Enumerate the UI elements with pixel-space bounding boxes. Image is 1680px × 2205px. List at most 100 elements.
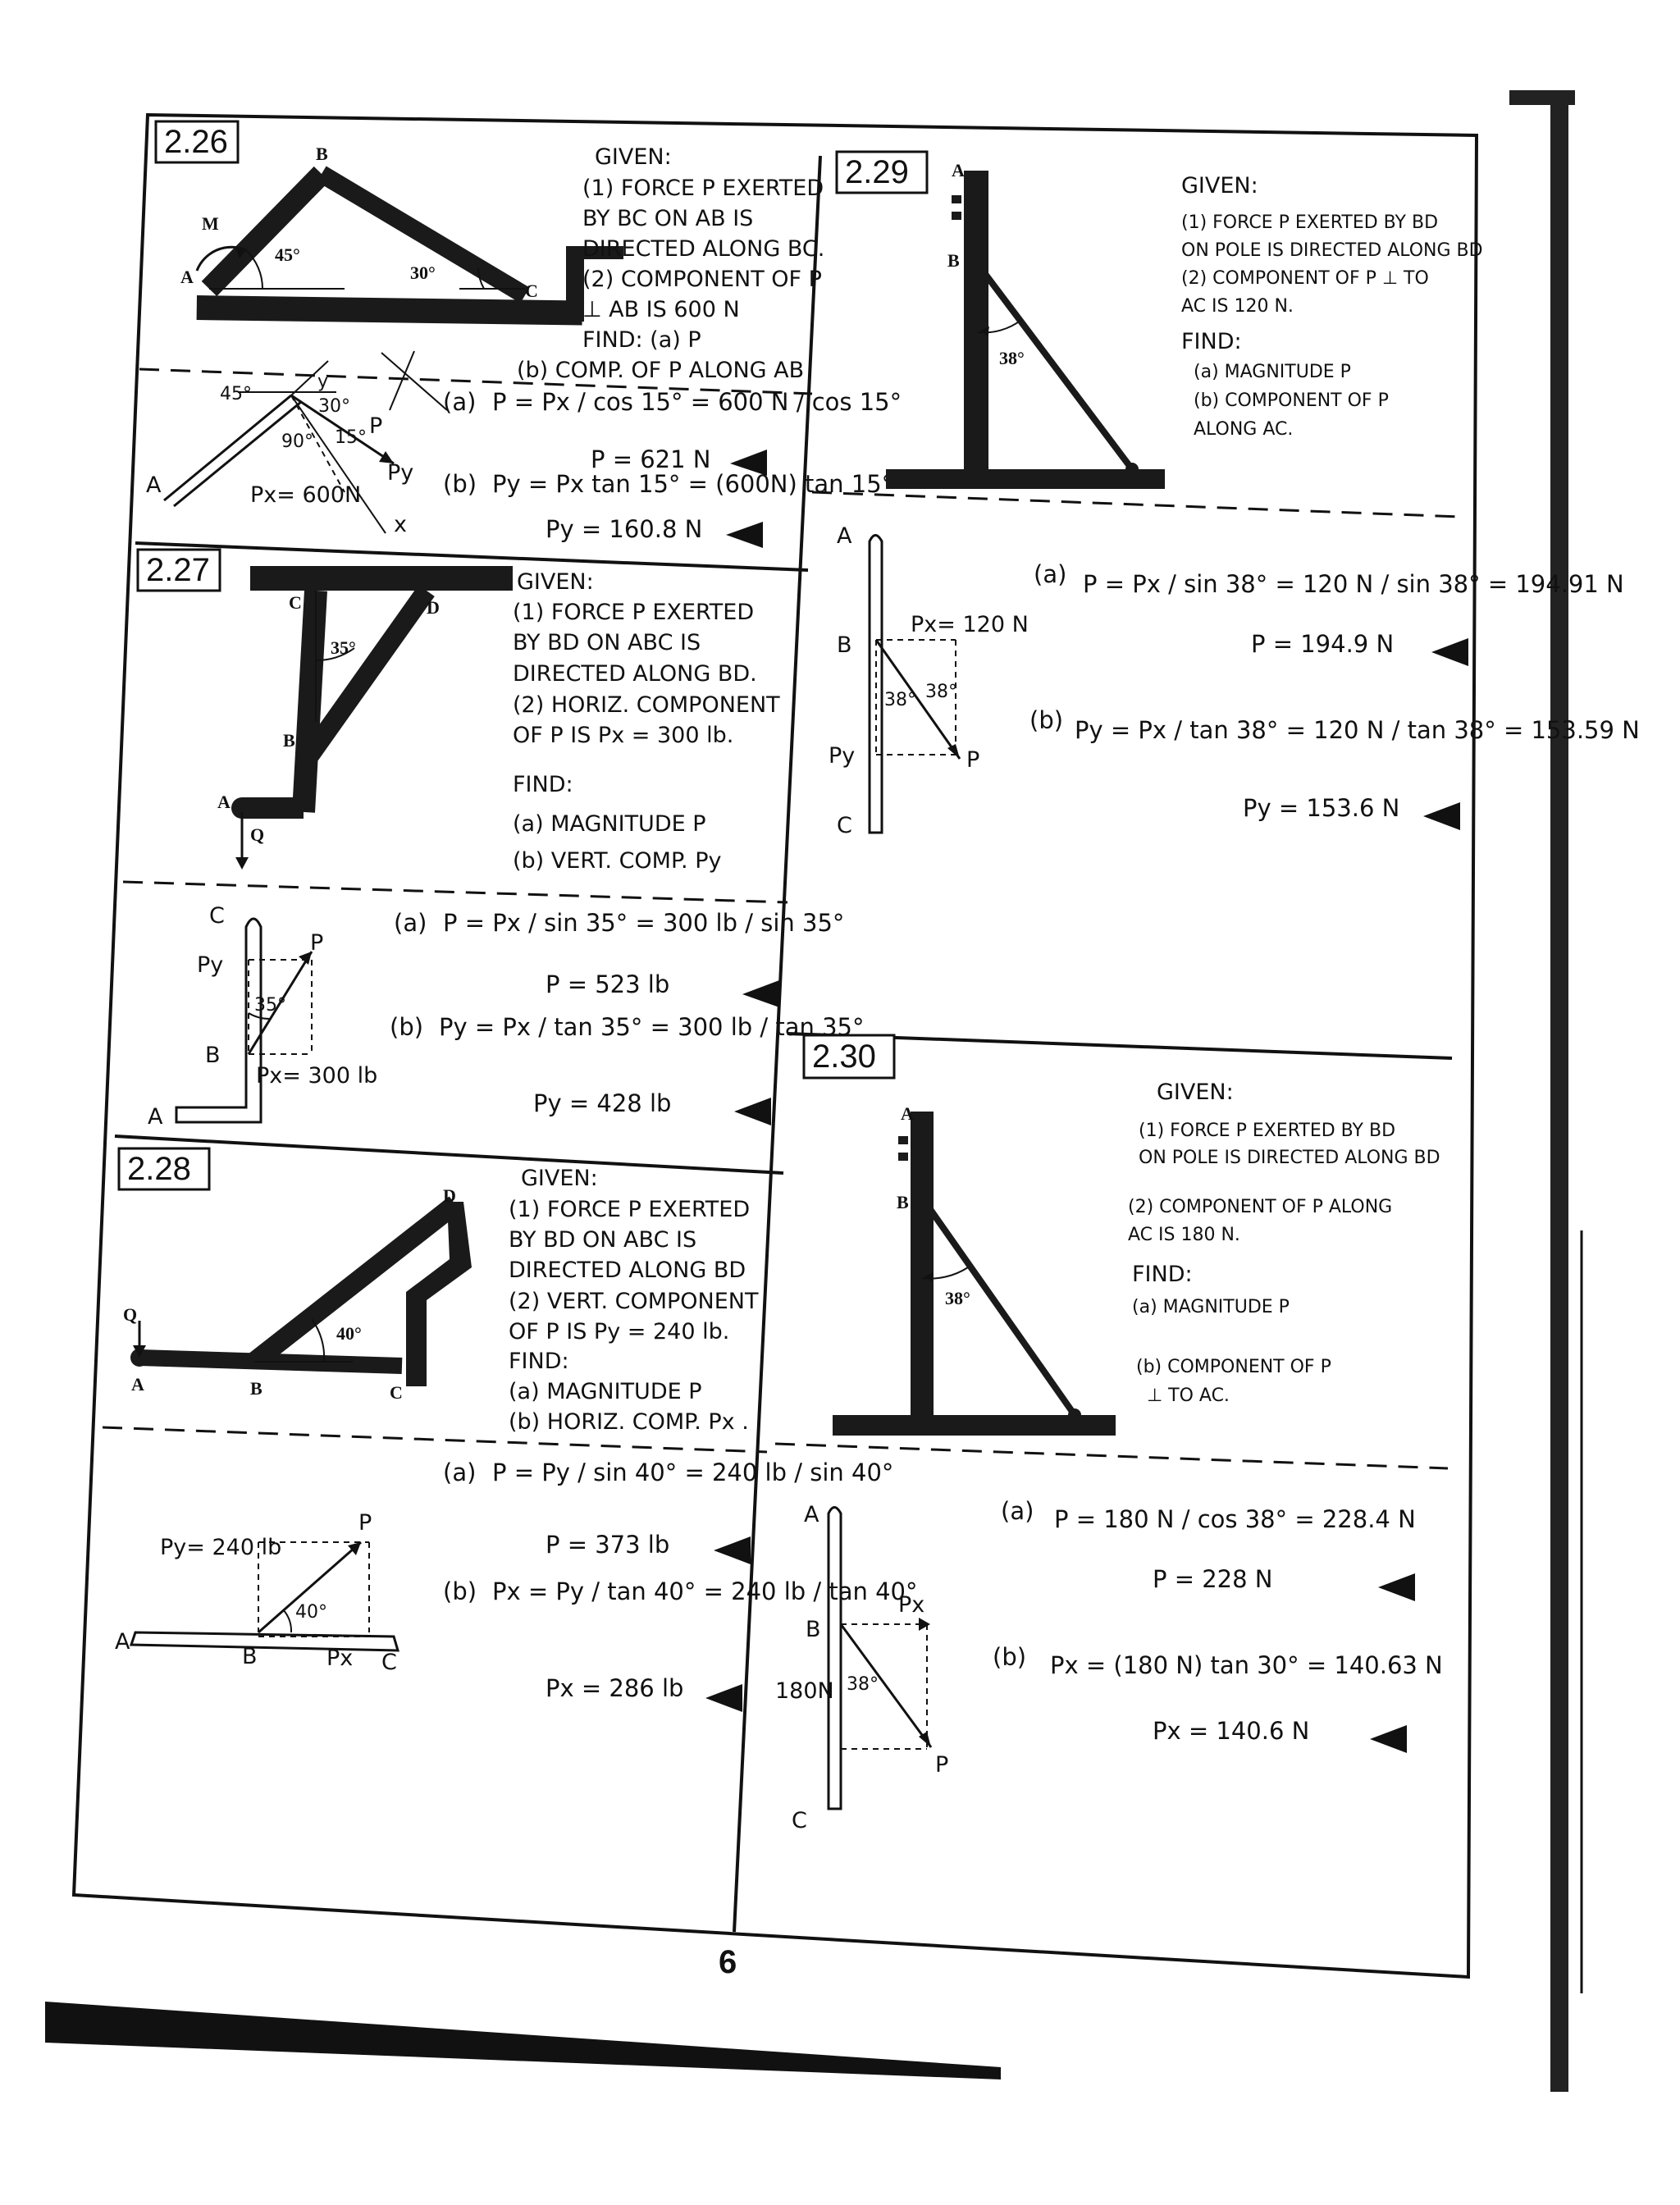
svg-text:P: P bbox=[935, 1752, 948, 1778]
problem-2-30: 2.30 A B 38° GIVEN: (1) FORCE P EXERTED … bbox=[775, 1034, 1443, 1833]
svg-text:P: P bbox=[310, 930, 323, 956]
svg-text:C: C bbox=[390, 1382, 403, 1403]
dash-227 bbox=[122, 880, 788, 904]
svg-text:(b): (b) bbox=[993, 1643, 1026, 1671]
svg-text:GIVEN:: GIVEN: bbox=[1157, 1080, 1234, 1105]
svg-text:Px= 120 N: Px= 120 N bbox=[911, 612, 1029, 637]
svg-text:AC IS 120 N.: AC IS 120 N. bbox=[1181, 296, 1294, 317]
answer-marker bbox=[734, 1098, 771, 1125]
svg-text:A: A bbox=[148, 1104, 163, 1130]
svg-text:(a) MAGNITUDE P: (a) MAGNITUDE P bbox=[1194, 362, 1351, 382]
svg-text:C: C bbox=[792, 1808, 807, 1833]
given-2-27: GIVEN: (1) FORCE P EXERTED BY BD ON ABC … bbox=[513, 569, 780, 874]
svg-text:(1) FORCE P EXERTED: (1) FORCE P EXERTED bbox=[582, 176, 824, 201]
svg-text:45°: 45° bbox=[220, 384, 252, 404]
solution-2-27: (a) P = Px / sin 35° = 300 lb / sin 35° … bbox=[390, 909, 865, 1125]
svg-text:P: P bbox=[358, 1510, 372, 1536]
svg-text:GIVEN:: GIVEN: bbox=[517, 569, 594, 595]
svg-text:(2) VERT. COMPONENT: (2) VERT. COMPONENT bbox=[509, 1289, 759, 1314]
svg-text:Py: Py bbox=[829, 743, 855, 769]
svg-text:Px= 300 lb: Px= 300 lb bbox=[256, 1063, 377, 1089]
svg-text:BY BC ON AB IS: BY BC ON AB IS bbox=[582, 206, 753, 231]
svg-text:FIND: (a) P: FIND: (a) P bbox=[582, 327, 701, 353]
answer-marker bbox=[742, 980, 779, 1007]
svg-text:D: D bbox=[443, 1185, 456, 1206]
svg-text:AC IS 180 N.: AC IS 180 N. bbox=[1128, 1225, 1240, 1245]
svg-text:(b) HORIZ. COMP. Px .: (b) HORIZ. COMP. Px . bbox=[509, 1409, 749, 1435]
svg-text:C: C bbox=[837, 813, 852, 838]
page-frame bbox=[71, 112, 1479, 1979]
svg-text:(a) MAGNITUDE P: (a) MAGNITUDE P bbox=[1132, 1297, 1290, 1317]
svg-text:GIVEN:: GIVEN: bbox=[595, 144, 672, 170]
solution-diagram-2-29: A B C Px= 120 N 38° 38° Py P bbox=[829, 523, 1029, 838]
svg-text:B: B bbox=[897, 1192, 909, 1212]
svg-text:38°: 38° bbox=[925, 682, 957, 702]
svg-text:DIRECTED ALONG BC.: DIRECTED ALONG BC. bbox=[582, 236, 824, 262]
svg-text:A: A bbox=[180, 267, 194, 287]
svg-text:A: A bbox=[901, 1103, 914, 1124]
svg-text:(2) COMPONENT OF P ALONG: (2) COMPONENT OF P ALONG bbox=[1128, 1197, 1392, 1217]
svg-text:(b) COMP. OF P ALONG AB: (b) COMP. OF P ALONG AB bbox=[517, 358, 804, 383]
svg-text:(b): (b) bbox=[443, 1577, 477, 1605]
svg-text:(b) COMPONENT OF P: (b) COMPONENT OF P bbox=[1194, 390, 1389, 411]
solution-2-30: (a) P = 180 N / cos 38° = 228.4 N P = 22… bbox=[993, 1497, 1443, 1753]
svg-text:Py = 153.6 N: Py = 153.6 N bbox=[1243, 794, 1399, 822]
svg-text:Q: Q bbox=[250, 824, 264, 845]
svg-text:180N: 180N bbox=[775, 1678, 834, 1704]
svg-text:P = 180 N / cos 38° = 228.4 N: P = 180 N / cos 38° = 228.4 N bbox=[1054, 1505, 1416, 1533]
answer-marker bbox=[730, 450, 767, 476]
svg-text:35°: 35° bbox=[254, 995, 286, 1016]
svg-text:(2) COMPONENT OF P ⊥ TO: (2) COMPONENT OF P ⊥ TO bbox=[1181, 268, 1429, 289]
solution-diagram-2-30: A B C Px 180N 38° P bbox=[775, 1502, 948, 1833]
svg-text:Py = Px tan 15° = (600N) tan 1: Py = Px tan 15° = (600N) tan 15° bbox=[492, 470, 893, 498]
svg-text:38°: 38° bbox=[945, 1288, 970, 1308]
svg-text:90°: 90° bbox=[281, 431, 313, 452]
svg-text:(a): (a) bbox=[443, 1459, 476, 1486]
svg-text:Py= 240 lb: Py= 240 lb bbox=[160, 1535, 281, 1560]
solution-2-28: (a) P = Py / sin 40° = 240 lb / sin 40° … bbox=[443, 1459, 918, 1712]
solution-2-26: (a) P = Px / cos 15° = 600 N / cos 15° P… bbox=[443, 388, 902, 548]
svg-text:Px: Px bbox=[326, 1646, 353, 1671]
svg-text:2.29: 2.29 bbox=[845, 154, 909, 190]
problem-2-29: 2.29 A B 38° GIVEN: (1) FORCE P EXERTED … bbox=[829, 150, 1640, 838]
problem-2-27: 2.27 C D 35° B A Q GIVEN: (1) FORCE P EX… bbox=[136, 548, 865, 1130]
solution-2-29: (a) P = Px / sin 38° = 120 N / sin 38° =… bbox=[1029, 560, 1640, 830]
svg-text:(1) FORCE P EXERTED: (1) FORCE P EXERTED bbox=[513, 600, 754, 625]
figure-2-30: A B 38° bbox=[833, 1103, 1116, 1436]
scan-edge-right-top bbox=[1509, 90, 1575, 105]
svg-text:Px = 140.6 N: Px = 140.6 N bbox=[1153, 1717, 1309, 1745]
svg-text:(1) FORCE P EXERTED BY BD: (1) FORCE P EXERTED BY BD bbox=[1139, 1121, 1395, 1141]
svg-text:A: A bbox=[146, 472, 162, 498]
svg-text:Px: Px bbox=[898, 1592, 924, 1618]
divider-229-230 bbox=[787, 1032, 1453, 1060]
svg-text:2.27: 2.27 bbox=[146, 552, 210, 588]
svg-text:B: B bbox=[205, 1043, 221, 1068]
svg-text:Py = Px / tan 38° = 120 N / ta: Py = Px / tan 38° = 120 N / tan 38° = 15… bbox=[1075, 716, 1640, 744]
svg-text:B: B bbox=[242, 1644, 258, 1669]
svg-text:(1) FORCE P EXERTED: (1) FORCE P EXERTED bbox=[509, 1197, 750, 1222]
svg-text:⊥ AB IS 600 N: ⊥ AB IS 600 N bbox=[582, 297, 740, 322]
given-2-28: GIVEN: (1) FORCE P EXERTED BY BD ON ABC … bbox=[509, 1166, 759, 1435]
svg-text:(b): (b) bbox=[1029, 706, 1063, 734]
figure-2-29: A B 38° bbox=[886, 160, 1165, 489]
svg-text:Px = 286 lb: Px = 286 lb bbox=[546, 1674, 683, 1702]
dash-229 bbox=[811, 491, 1461, 518]
figure-2-28: Q A B C D 40° bbox=[123, 1185, 472, 1403]
svg-text:45°: 45° bbox=[275, 244, 300, 265]
svg-text:DIRECTED ALONG BD.: DIRECTED ALONG BD. bbox=[513, 661, 757, 687]
svg-text:40°: 40° bbox=[336, 1323, 362, 1344]
svg-text:(b): (b) bbox=[390, 1013, 423, 1041]
answer-marker bbox=[705, 1684, 742, 1712]
problem-2-28: 2.28 Q A B C D 40° GIVEN: (1) FORCE P EX… bbox=[115, 1147, 918, 1712]
svg-text:(1) FORCE P EXERTED BY BD: (1) FORCE P EXERTED BY BD bbox=[1181, 212, 1438, 233]
svg-text:P = 621 N: P = 621 N bbox=[591, 445, 711, 473]
answer-marker bbox=[726, 522, 763, 548]
scan-edge-right bbox=[1550, 90, 1568, 2092]
svg-text:P = Px / cos 15° = 600 N / cos: P = Px / cos 15° = 600 N / cos 15° bbox=[492, 388, 902, 416]
svg-text:Py: Py bbox=[387, 460, 413, 486]
svg-text:40°: 40° bbox=[295, 1602, 327, 1623]
svg-text:C: C bbox=[209, 903, 225, 929]
svg-text:(a) MAGNITUDE P: (a) MAGNITUDE P bbox=[509, 1379, 702, 1404]
svg-text:y: y bbox=[317, 372, 328, 392]
svg-text:2.28: 2.28 bbox=[127, 1151, 191, 1187]
